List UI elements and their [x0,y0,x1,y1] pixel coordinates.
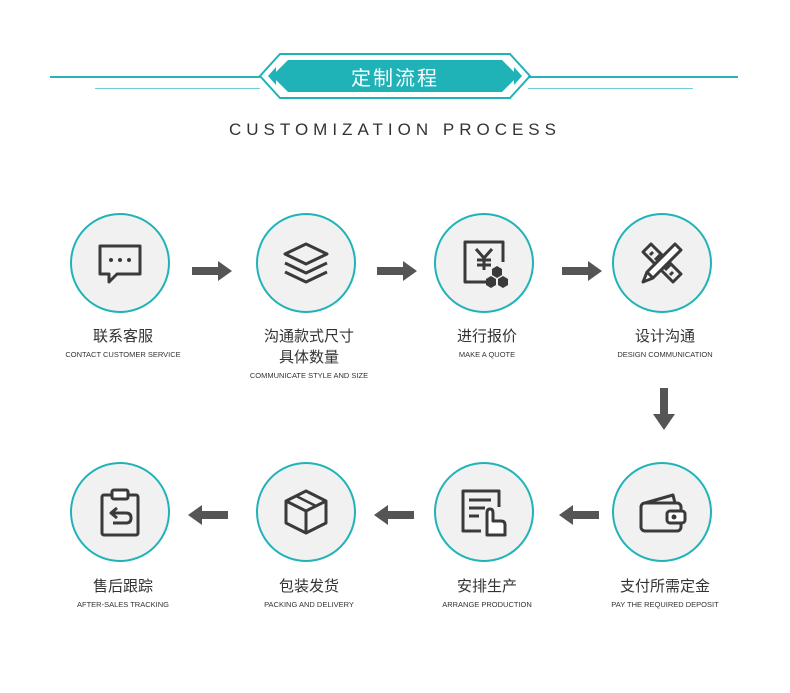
step-2-label: 沟通款式尺寸 具体数量 COMMUNICATE STYLE AND SIZE [224,326,394,380]
step-4-subtitle: DESIGN COMMUNICATION [617,350,713,359]
step-2-circle [256,213,356,313]
step-2-subtitle: COMMUNICATE STYLE AND SIZE [249,371,369,380]
step-3-circle [434,213,534,313]
page-subtitle: CUSTOMIZATION PROCESS [228,120,561,139]
step-6-circle [434,462,534,562]
step-5-circle [612,462,712,562]
step-7-label: 包装发货 PACKING AND DELIVERY [224,576,394,609]
step-7-title: 包装发货 [278,577,339,595]
step-5-label: 支付所需定金 PAY THE REQUIRED DEPOSIT [580,576,750,609]
arrow-right-1 [192,261,232,281]
step-4-title: 设计沟通 [634,327,695,345]
yen-quote-icon [463,240,508,288]
layers-icon [283,242,329,284]
arrow-left-2 [374,505,414,525]
title-banner [258,53,532,99]
step-1-label: 联系客服 CONTACT CUSTOMER SERVICE [38,326,208,359]
step-4-label: 设计沟通 DESIGN COMMUNICATION [580,326,750,359]
arrow-right-3 [562,261,602,281]
arrow-down [653,388,675,430]
arrow-right-2 [377,261,417,281]
box-icon [284,489,328,535]
header-line-right-lower [528,88,693,89]
step-3-label: 进行报价 MAKE A QUOTE [402,326,572,359]
step-3-title: 进行报价 [456,327,517,345]
wallet-icon [639,493,687,533]
step-6-title: 安排生产 [456,577,517,595]
step-2-title: 沟通款式尺寸 具体数量 [263,327,354,366]
step-7-subtitle: PACKING AND DELIVERY [264,600,354,609]
document-hand-icon [461,489,507,537]
arrow-left-3 [188,505,228,525]
clipboard-return-icon [100,488,140,537]
step-5-subtitle: PAY THE REQUIRED DEPOSIT [611,600,719,609]
step-1-subtitle: CONTACT CUSTOMER SERVICE [65,350,181,359]
step-5-title: 支付所需定金 [619,577,710,595]
step-8-subtitle: AFTER-SALES TRACKING [77,600,169,609]
step-1-circle [70,213,170,313]
step-3-subtitle: MAKE A QUOTE [458,350,516,359]
step-8-title: 售后跟踪 [92,577,153,595]
arrow-left-1 [559,505,599,525]
header-line-left-lower [95,88,260,89]
header-line-left [50,76,260,78]
pencil-ruler-icon [641,242,683,284]
step-1-title: 联系客服 [92,327,153,345]
step-8-circle [70,462,170,562]
step-6-label: 安排生产 ARRANGE PRODUCTION [402,576,572,609]
step-7-circle [256,462,356,562]
chat-bubble-icon [98,244,142,284]
step-8-label: 售后跟踪 AFTER-SALES TRACKING [38,576,208,609]
header-line-right [528,76,738,78]
page-title: 定制流程 [351,66,439,90]
step-4-circle [612,213,712,313]
step-6-subtitle: ARRANGE PRODUCTION [442,600,532,609]
